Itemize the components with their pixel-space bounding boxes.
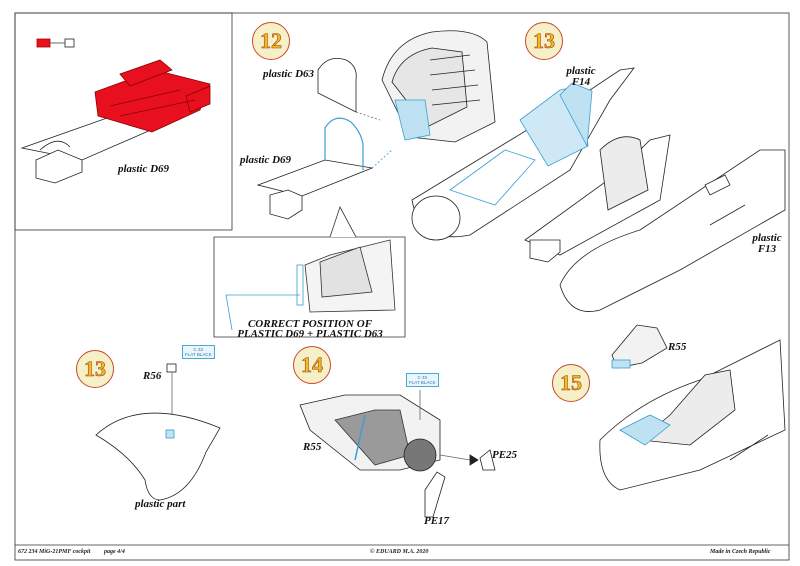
step13-part-diagram: [95, 363, 221, 501]
label-f14-a: plastic: [566, 65, 596, 77]
inset-frame: [14, 12, 233, 231]
step-12-marker: 12: [252, 22, 290, 60]
footer-made-in: Made in Czech Republic: [710, 549, 771, 555]
step-13-marker: 13: [525, 22, 563, 60]
floor-highlight-diagram: [20, 38, 211, 184]
label-r55-right: R55: [668, 341, 687, 353]
label-plastic-part: plastic part: [135, 498, 186, 510]
step13-fuselage-diagram: [411, 67, 786, 312]
footer-copyright: © EDUARD M.A. 2020: [370, 549, 429, 555]
label-f13-b: F13: [757, 243, 777, 255]
label-r56: R56: [143, 370, 162, 382]
step-15-marker: 15: [552, 364, 590, 402]
label-pe25: PE25: [492, 449, 518, 461]
color-name-left: FLAT BLACK: [185, 352, 212, 357]
callout-line2: PLASTIC D69 + PLASTIC D63: [237, 328, 383, 340]
label-d69-top: plastic D69: [118, 163, 170, 175]
step12-diagram: [256, 30, 496, 220]
label-f13-a: plastic: [752, 232, 782, 244]
footer-part-no: 672 234 MiG-21PMF cockpit: [18, 549, 91, 555]
callout-line1: CORRECT POSITION OF: [247, 318, 373, 330]
color-code-left: C 33: [193, 347, 204, 352]
step15-diagram: [599, 324, 786, 491]
correct-position-callout: [213, 205, 406, 338]
step-14-marker: 14: [293, 346, 331, 384]
color-tag-left: C 33 FLAT BLACK: [182, 345, 215, 359]
step14-diagram: [299, 390, 496, 518]
footer-page: page 4/4: [104, 549, 125, 555]
color-tag-mid: C 33 FLAT BLACK: [406, 373, 439, 387]
color-code-mid: C 33: [417, 375, 428, 380]
label-d63: plastic D63: [263, 68, 315, 80]
label-f14-b: F14: [571, 76, 591, 88]
color-name-mid: FLAT BLACK: [409, 380, 436, 385]
label-pe17: PE17: [424, 515, 450, 527]
step-13b-marker: 13: [76, 350, 114, 388]
label-r55-left: R55: [303, 441, 322, 453]
label-d69: plastic D69: [240, 154, 292, 166]
